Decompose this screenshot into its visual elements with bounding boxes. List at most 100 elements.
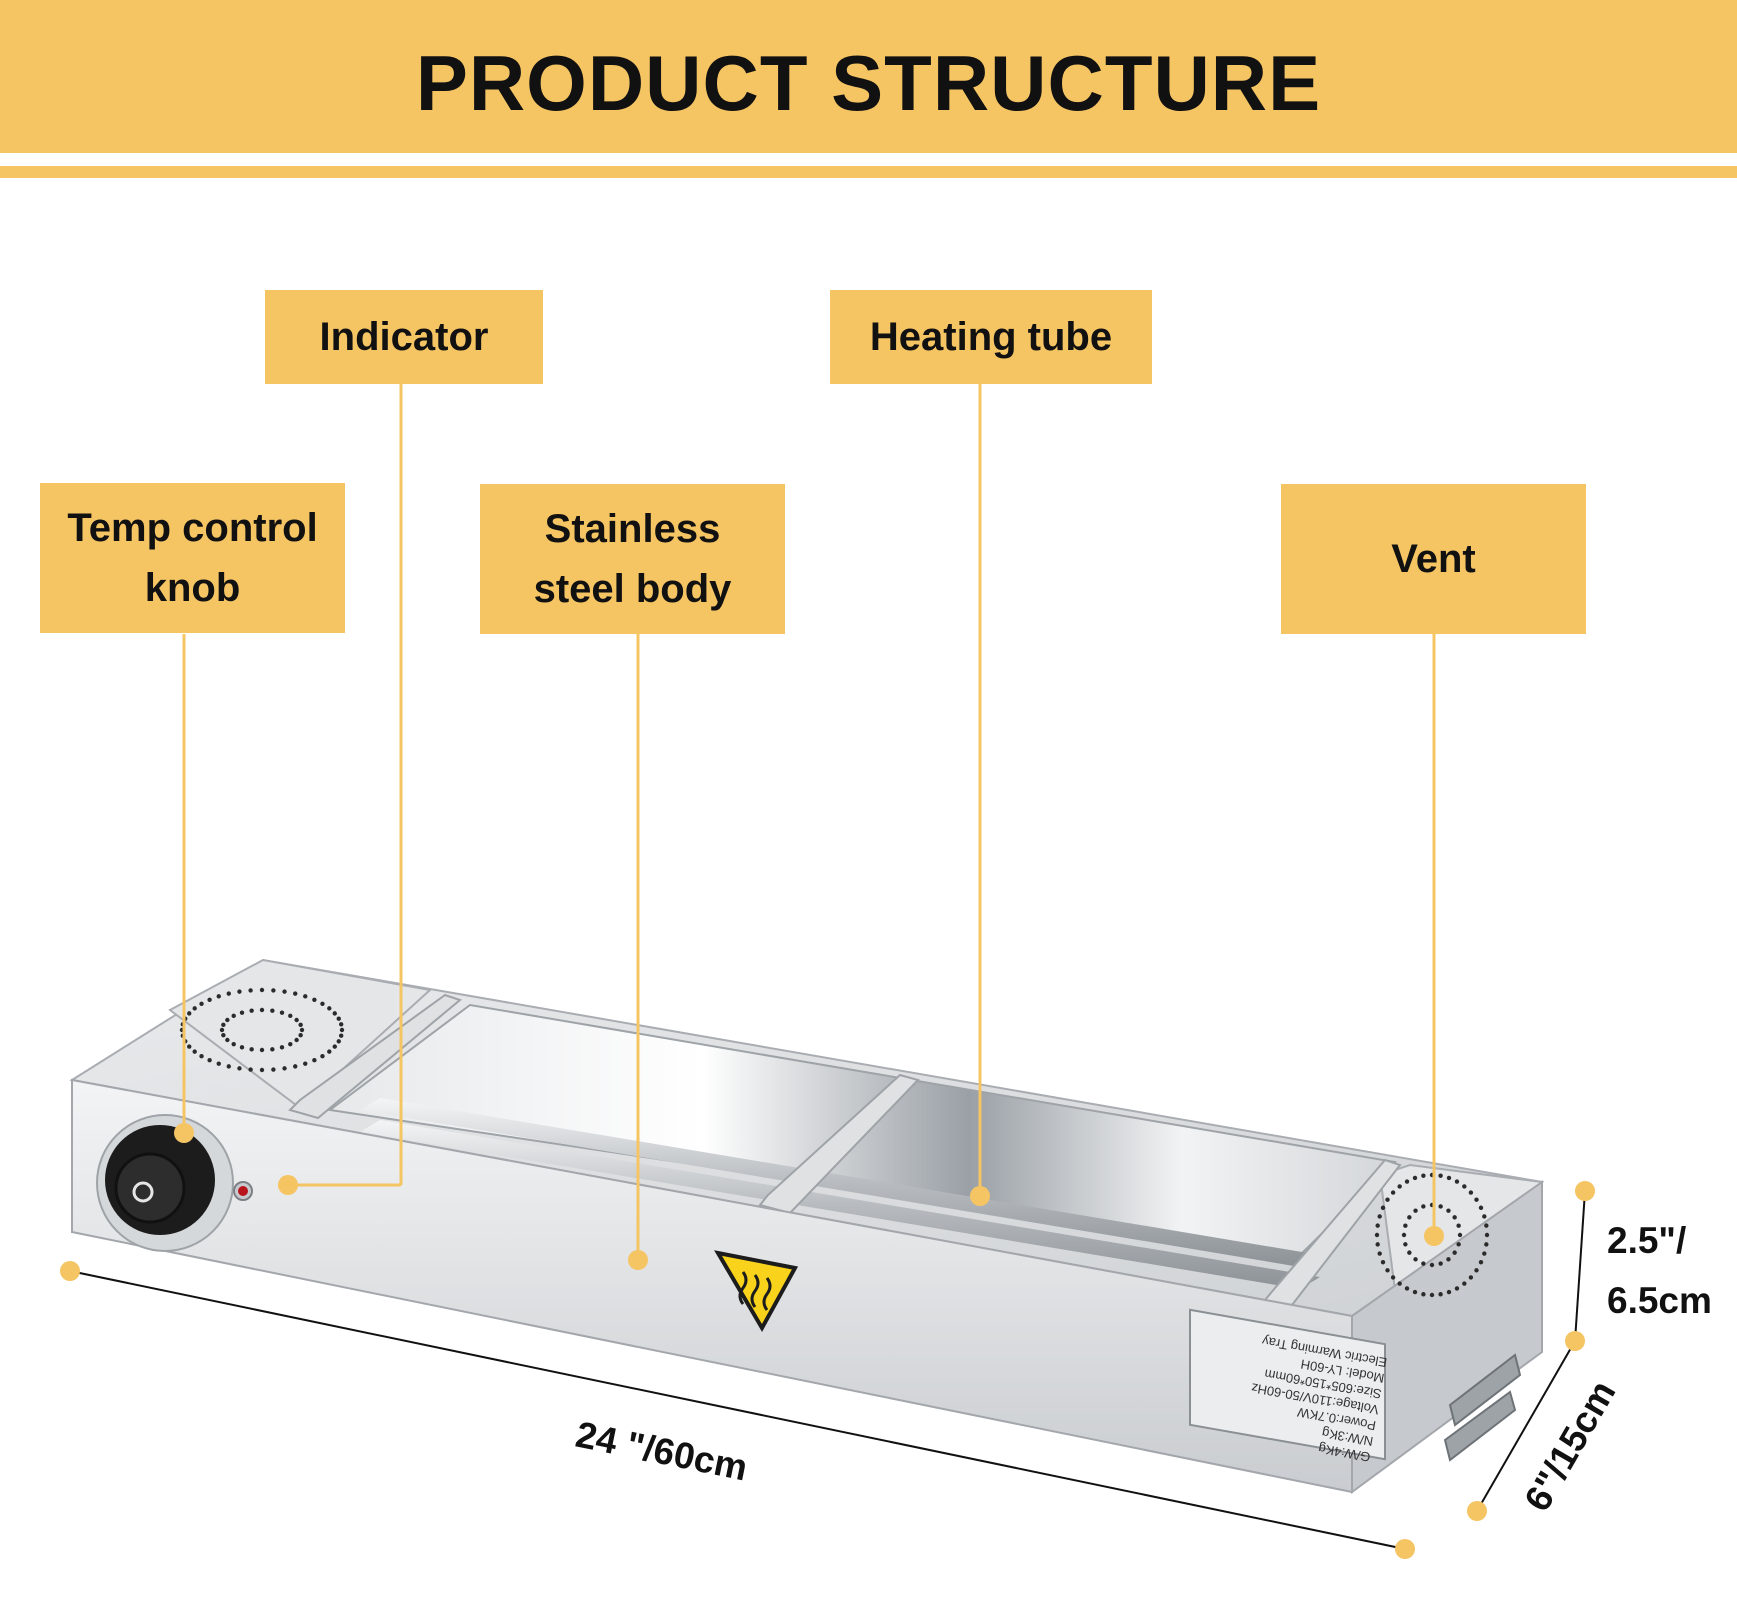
dot-depth-bottom: [1467, 1501, 1487, 1521]
vent-hole: [216, 1061, 221, 1066]
vent-hole: [1478, 1205, 1484, 1210]
vent-hole: [1484, 1223, 1489, 1228]
vent-hole: [1385, 1268, 1390, 1273]
vent-hole: [1456, 1223, 1461, 1228]
vent-hole: [1421, 1292, 1426, 1297]
dot-knob: [174, 1123, 194, 1143]
vent-hole: [1412, 1289, 1418, 1295]
vent-hole: [271, 1067, 276, 1072]
heating-tube-label: Heating tube: [830, 290, 1152, 384]
vent-hole: [259, 987, 265, 993]
dot-height-top: [1575, 1181, 1595, 1201]
vent-hole: [332, 1044, 337, 1049]
vent-hole: [298, 1032, 303, 1038]
vent-hole: [1385, 1197, 1390, 1202]
vent-hole: [1446, 1208, 1451, 1213]
dot-height-bottom: [1565, 1331, 1585, 1351]
vent-hole: [1413, 1208, 1418, 1213]
vent-label-text: Vent: [1391, 537, 1476, 581]
vent-hole: [1429, 1262, 1435, 1268]
vent-hole: [1446, 1289, 1452, 1295]
vent-hole: [249, 1008, 254, 1013]
leader-lines: [182, 384, 1436, 1260]
vent-hole: [1456, 1242, 1461, 1247]
vent-hole: [1462, 1281, 1467, 1286]
vent-hole: [1421, 1261, 1426, 1266]
vent-hole: [1438, 1204, 1443, 1209]
vent-hole: [327, 1049, 332, 1054]
vent-hole: [339, 1027, 345, 1033]
vent-hole: [312, 997, 317, 1002]
vent-hole: [237, 989, 242, 994]
vent-hole: [1446, 1175, 1452, 1181]
vent-hole: [1374, 1232, 1380, 1238]
vent-hole: [288, 1041, 293, 1047]
vent-hole: [1377, 1251, 1382, 1256]
vent-hole: [1484, 1232, 1490, 1238]
dot-indicator: [278, 1175, 298, 1195]
vent-hole: [1452, 1250, 1457, 1255]
vent-hole: [248, 1067, 253, 1072]
vent-hole: [1380, 1205, 1386, 1210]
title-banner: [0, 0, 1737, 153]
vent-hole: [1413, 1257, 1418, 1262]
vent-hole: [303, 994, 308, 999]
vent-hole: [1482, 1214, 1487, 1219]
vent-hole: [231, 1013, 236, 1019]
vent-hole: [1404, 1179, 1410, 1184]
vent-hole: [1438, 1173, 1443, 1178]
vent-hole: [282, 1066, 287, 1071]
vent-hole: [294, 1017, 299, 1023]
vent-hole: [1390, 1190, 1396, 1195]
vent-hole: [1438, 1261, 1443, 1266]
vent-hole: [288, 1013, 293, 1019]
vent-hole: [1380, 1260, 1386, 1265]
indicator-label-text: Indicator: [319, 315, 489, 359]
vent-hole: [1412, 1175, 1418, 1181]
vent-hole: [237, 1066, 242, 1071]
vent-hole: [1452, 1215, 1457, 1220]
vent-hole: [259, 1007, 265, 1013]
length-dimension-label: 24 "/60cm: [572, 1414, 751, 1489]
dot-length-right: [1395, 1539, 1415, 1559]
vent-hole: [279, 1010, 285, 1015]
vent-hole: [207, 997, 212, 1002]
vent-hole: [312, 1058, 317, 1063]
vent-hole: [1407, 1215, 1412, 1220]
vent-hole: [1407, 1250, 1412, 1255]
vent-hole: [187, 1044, 192, 1049]
vent-hole: [1421, 1173, 1426, 1178]
temp-control-knob-label: Temp control knob: [40, 483, 345, 633]
vent-hole: [1454, 1179, 1460, 1184]
vent-hole: [199, 1053, 204, 1059]
heat-warning-sticker: [714, 1250, 799, 1333]
vent-hole: [320, 1053, 325, 1059]
vent-hole: [279, 1045, 285, 1050]
vent-hole: [1462, 1184, 1467, 1189]
vent-hole: [1397, 1184, 1402, 1189]
heating-tube-label-text: Heating tube: [869, 315, 1113, 359]
heating-tube-graphic: [360, 1098, 1320, 1289]
vent-hole: [293, 1064, 298, 1069]
vent-hole: [294, 1037, 299, 1043]
vent-hole: [270, 1008, 275, 1013]
height-dimension-line1: 2.5"/: [1607, 1220, 1687, 1261]
vent-hole: [320, 1001, 325, 1007]
vent-hole: [1468, 1190, 1474, 1195]
vent-hole: [231, 1041, 236, 1047]
vent-hole: [1397, 1281, 1402, 1286]
vent-hole: [336, 1016, 341, 1021]
vent-hole: [1377, 1214, 1382, 1219]
vent-hole: [259, 1047, 265, 1053]
vent-hole: [332, 1011, 337, 1016]
vent-hole: [199, 1001, 204, 1007]
vent-hole: [1474, 1197, 1479, 1202]
dot-length-left: [60, 1261, 80, 1281]
vent-hole: [1429, 1292, 1435, 1298]
vent-hole: [239, 1010, 245, 1015]
vent-hole: [216, 994, 221, 999]
vent-hole: [207, 1058, 212, 1063]
vent-hole: [298, 1022, 303, 1028]
vent-label: Vent: [1281, 484, 1586, 634]
